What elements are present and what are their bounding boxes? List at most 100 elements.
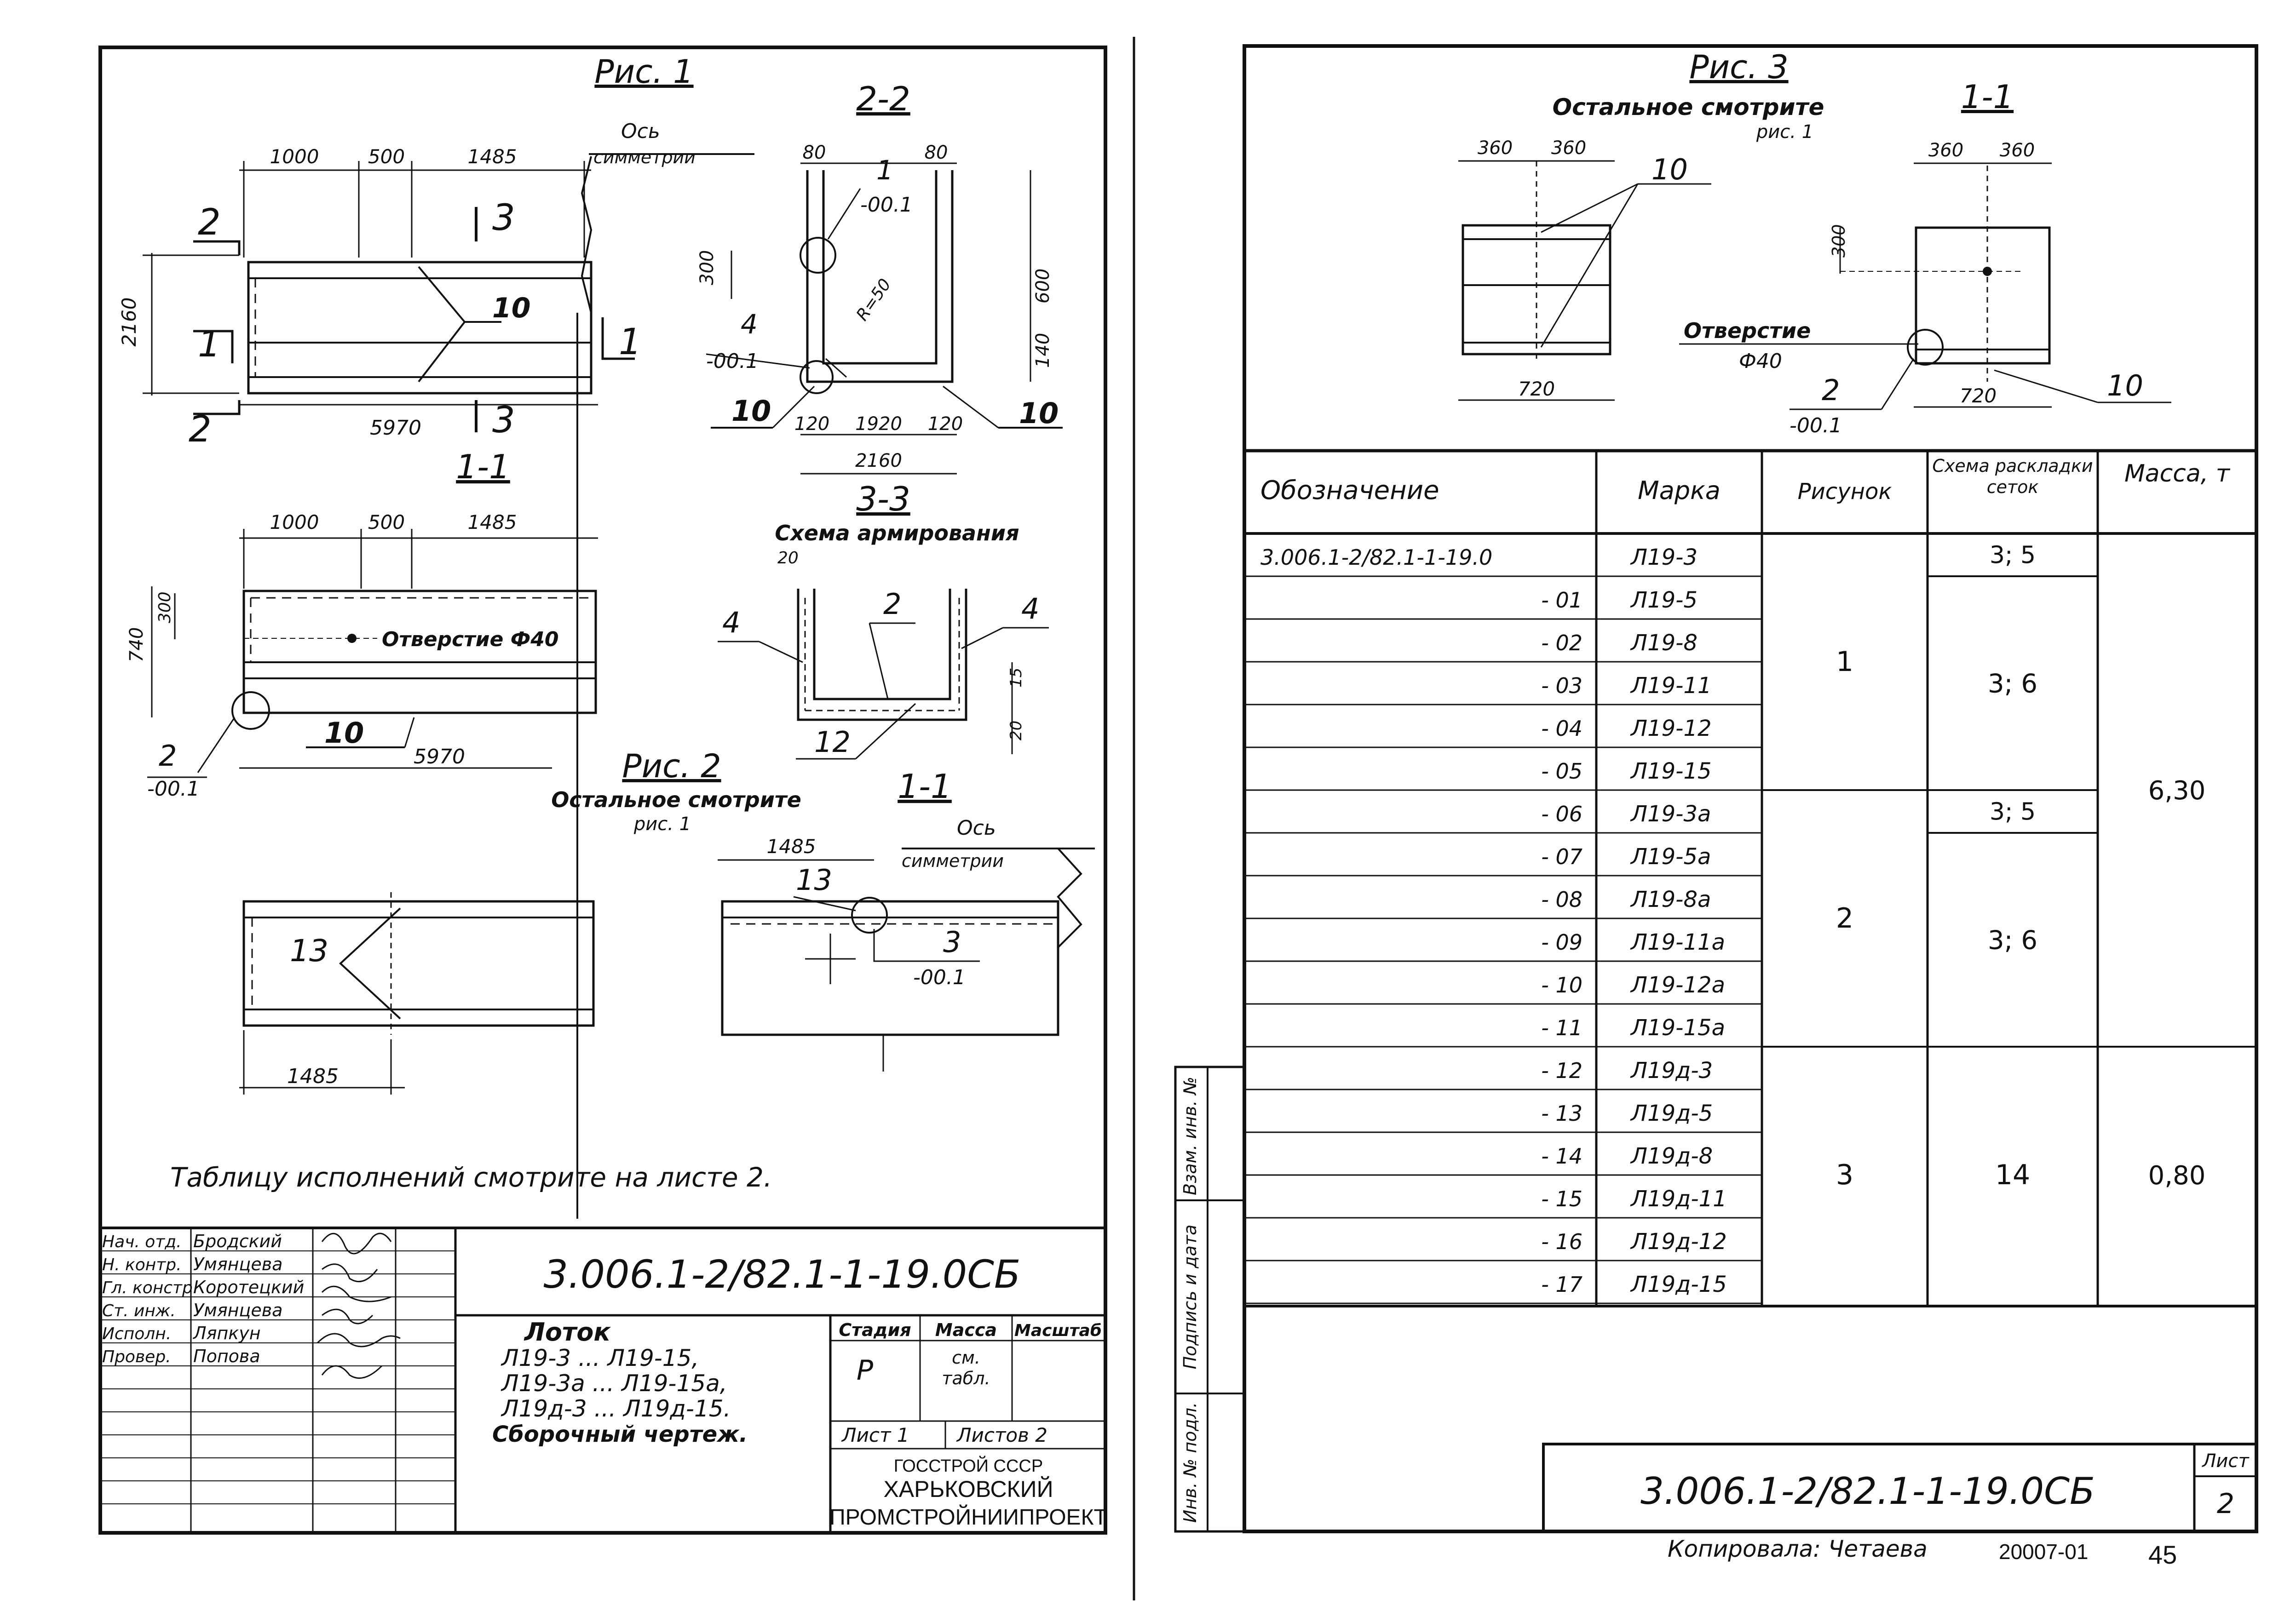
figure-group: 1: [1836, 646, 1853, 678]
stamp-mass-value: см.: [952, 1347, 980, 1368]
row-mark: Л19-15: [1630, 758, 1712, 784]
row-designation: - 15: [1541, 1187, 1582, 1211]
fig3-note: Остальное смотрите: [1553, 94, 1824, 120]
sec11-title: 1-1: [456, 447, 510, 486]
fig2-title: Рис. 2: [622, 747, 721, 785]
stamp-sheet: Лист 1: [841, 1424, 909, 1446]
sec11-dim-500: 500: [368, 511, 405, 533]
sec11b-mark-3: 3: [943, 925, 961, 959]
table-header-scheme-wrap: Схема раскладки сеток: [1932, 456, 2093, 497]
row-mark: Л19-8: [1630, 630, 1698, 656]
side-strip: Взам. инв. № Подпись и дата Инв. № подл.: [1174, 1066, 1246, 1533]
stamp-name-1: Бродский: [193, 1231, 282, 1251]
row-designation: - 11: [1541, 1015, 1582, 1040]
stamp-name-5: Ляпкун: [192, 1323, 261, 1343]
sec11-dim-1485: 1485: [468, 511, 517, 533]
sec22-dim-80-right: 80: [925, 142, 948, 163]
fig2-note-2: рис. 1: [633, 814, 691, 835]
fig1-dim-5970: 5970: [370, 416, 421, 440]
stamp-role-4: Ст. инж.: [102, 1301, 176, 1320]
row-designation: - 16: [1541, 1229, 1582, 1254]
sec22-title: 2-2: [856, 80, 910, 118]
stamp-right: 3.006.1-2/82.1-1-19.0СБ Лист 2: [1542, 1443, 2258, 1533]
fig3-mark-10-right: 10: [2107, 369, 2143, 402]
fig3-hole-label: Отверстие: [1684, 318, 1811, 343]
row-mark: Л19-3: [1630, 545, 1698, 570]
table-header-designation: Обозначение: [1260, 476, 1439, 505]
stamp-org-2: ХАРЬКОВСКИЙ: [883, 1476, 1053, 1502]
sec22-dim-300: 300: [696, 250, 718, 285]
row-mark: Л19д-11: [1630, 1186, 1727, 1212]
scheme-group: 14: [1995, 1159, 2030, 1191]
fig1-dim-1000: 1000: [270, 145, 319, 168]
fig1-title: Рис. 1: [594, 53, 693, 91]
sec22-mark-1-level: -00.1: [860, 193, 913, 217]
sec11b-mark-13: 13: [796, 863, 832, 897]
fig3-dim-360-1: 360: [1478, 138, 1513, 159]
row-mark: Л19-15а: [1630, 1015, 1725, 1041]
right-sheet-frame: [1243, 44, 2258, 1533]
sheet2-code: 3.006.1-2/82.1-1-19.0СБ: [1640, 1470, 2095, 1513]
fig3-title: Рис. 3: [1689, 48, 1788, 86]
sec11-dim-5970: 5970: [414, 745, 465, 768]
row-designation: - 01: [1541, 588, 1582, 613]
sec22-mark-10-left: 10: [731, 394, 771, 428]
row-designation: - 14: [1541, 1144, 1582, 1169]
row-mark: Л19-11а: [1630, 929, 1725, 955]
right-sheet: Рис. 3 Остальное смотрите рис. 1 1-1 360…: [1174, 44, 2258, 1569]
sec22-dim-600: 600: [1032, 269, 1053, 304]
table-header-mass: Масса, т: [2124, 460, 2230, 487]
sec11b-axis-label: Ось: [957, 816, 996, 840]
stamp-name-3: Коротецкий: [193, 1277, 304, 1297]
row-designation: - 02: [1541, 631, 1582, 655]
stamp-name-2: Умянцева: [193, 1254, 282, 1274]
fig1-mark-2-top: 2: [198, 202, 221, 243]
fig1-mark-3-top: 3: [492, 197, 515, 239]
row-mark: Л19-3а: [1630, 801, 1711, 827]
row-mark: Л19-11: [1630, 673, 1712, 699]
stamp-org-3: ПРОМСТРОЙНИИПРОЕКТ: [829, 1504, 1107, 1530]
fig3-mark-2-level: -00.1: [1790, 414, 1842, 437]
table-row: - 15 Л19д-11: [1244, 1186, 1762, 1219]
footer-number: 20007-01: [1999, 1540, 2088, 1564]
table-header-mark: Марка: [1638, 476, 1721, 505]
sec22-dim-2160: 2160: [855, 450, 902, 471]
stamp-role-2: Н. контр.: [102, 1256, 182, 1274]
sec22-dim-140: 140: [1032, 333, 1053, 368]
fig1-mark-2-bottom: 2: [189, 409, 212, 450]
table-header-mass-wrap: Масса, т: [2124, 460, 2230, 487]
stamp-name-6: Попова: [193, 1346, 260, 1366]
scheme-group: 3; 5: [1990, 542, 2036, 569]
row-mark: Л19д-5: [1630, 1101, 1713, 1126]
sec11b-title: 1-1: [898, 767, 952, 806]
stamp-role-3: Гл. констр.: [102, 1278, 198, 1297]
row-designation: - 10: [1541, 973, 1582, 998]
row-mark: Л19-5а: [1630, 844, 1711, 870]
fig1-mark-3-bottom: 3: [492, 400, 515, 441]
fig1-axis-label: Ось: [621, 120, 660, 143]
row-designation: - 06: [1541, 802, 1582, 826]
side-label-3: Инв. № подл.: [1180, 1402, 1200, 1523]
row-mark: Л19-12: [1630, 716, 1712, 741]
row-mark: Л19д-3: [1630, 1058, 1713, 1084]
sec33-dim-15: 15: [1007, 668, 1025, 688]
sec33-mark-2: 2: [883, 587, 901, 621]
fig3-hole-label-2: Ф40: [1739, 350, 1782, 373]
left-sheet: Рис. 1 Ось симметрии 1000 500 1485 10: [98, 46, 1107, 1535]
row-designation: - 03: [1541, 673, 1582, 698]
fig3-dim-360-3: 360: [1928, 140, 1963, 161]
fig3-mark-2: 2: [1822, 373, 1840, 407]
stamp-code: 3.006.1-2/82.1-1-19.0СБ: [543, 1252, 1020, 1297]
stamp-role-6: Провер.: [102, 1347, 171, 1366]
row-mark: Л19д-15: [1630, 1272, 1727, 1297]
sec22-r-label: R=50: [853, 275, 895, 324]
